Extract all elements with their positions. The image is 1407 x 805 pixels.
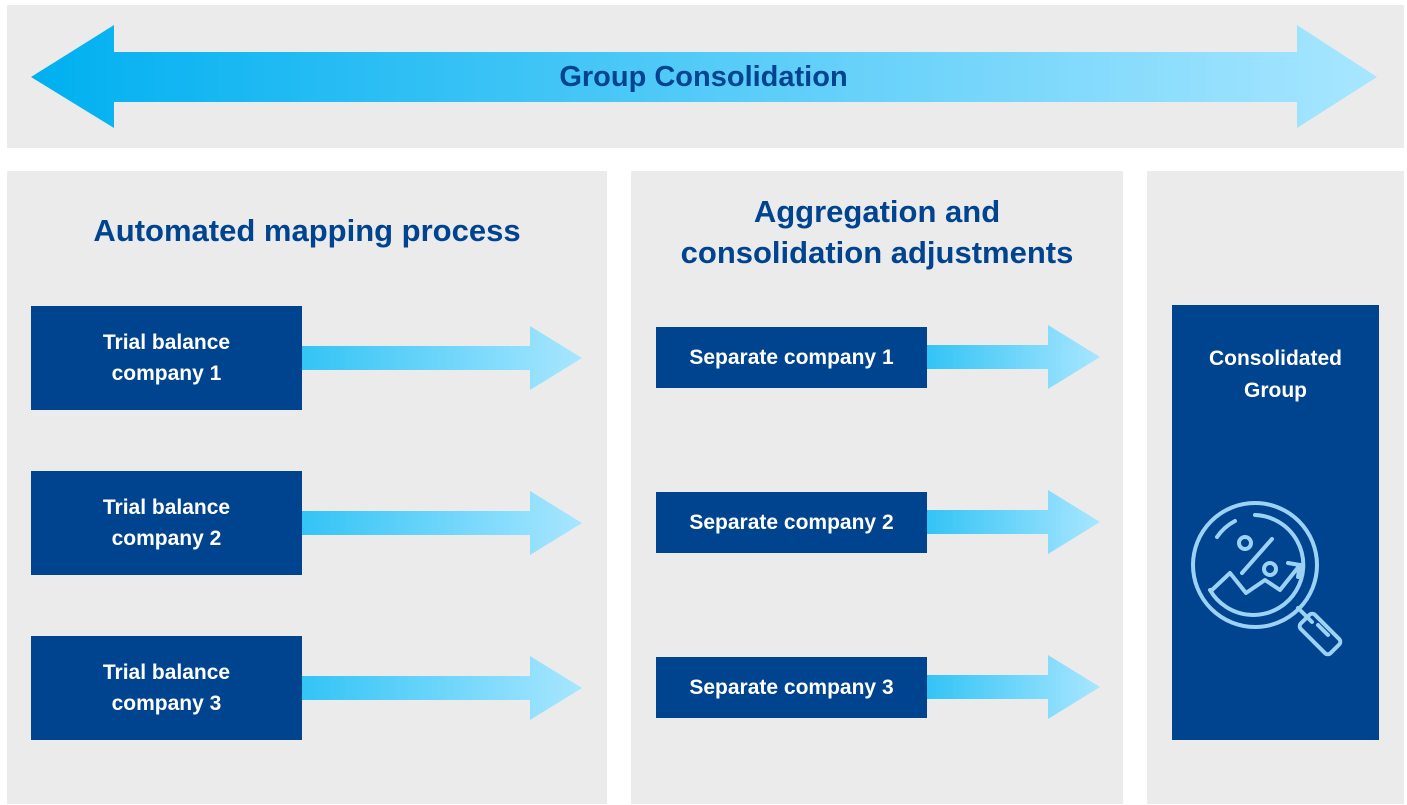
consolidated-group-label: Consolidated Group <box>1172 343 1379 407</box>
consolidated-line2: Group <box>1244 379 1307 402</box>
separate-company-box-1: Separate company 1 <box>656 327 927 388</box>
separate-company-box-3: Separate company 3 <box>656 657 927 718</box>
trial-balance-line2: company 1 <box>111 362 222 385</box>
trial-balance-box-2: Trial balance company 2 <box>31 471 302 575</box>
trial-balance-line2: company 2 <box>111 527 222 550</box>
aggregation-arrow-2 <box>927 490 1100 554</box>
trial-balance-line2: company 3 <box>111 692 222 715</box>
aggregation-arrow-3 <box>927 655 1100 719</box>
aggregation-heading-line2: consolidation adjustments <box>680 235 1074 270</box>
aggregation-heading: Aggregation and consolidation adjustment… <box>631 191 1123 273</box>
double-headed-arrow <box>31 25 1377 128</box>
trial-balance-line1: Trial balance <box>102 331 231 354</box>
mapping-arrow-1 <box>302 326 582 390</box>
banner-title: Group Consolidation <box>559 61 848 93</box>
mapping-arrow-3 <box>302 656 582 720</box>
consolidated-line1: Consolidated <box>1208 347 1342 370</box>
trial-balance-box-3: Trial balance company 3 <box>31 636 302 740</box>
trial-balance-line1: Trial balance <box>102 661 231 684</box>
trial-balance-box-1: Trial balance company 1 <box>31 306 302 410</box>
trial-balance-line1: Trial balance <box>102 496 231 519</box>
magnifier-percent-chart-icon <box>1191 501 1343 657</box>
separate-company-label: Separate company 2 <box>689 511 894 534</box>
consolidated-group-box: Consolidated Group <box>1172 305 1379 740</box>
mapping-arrow-2 <box>302 491 582 555</box>
aggregation-heading-line1: Aggregation and <box>753 194 1001 229</box>
separate-company-label: Separate company 3 <box>689 676 894 699</box>
mapping-heading: Automated mapping process <box>93 213 521 248</box>
separate-company-label: Separate company 1 <box>689 346 894 369</box>
aggregation-arrow-1 <box>927 325 1100 389</box>
separate-company-box-2: Separate company 2 <box>656 492 927 553</box>
